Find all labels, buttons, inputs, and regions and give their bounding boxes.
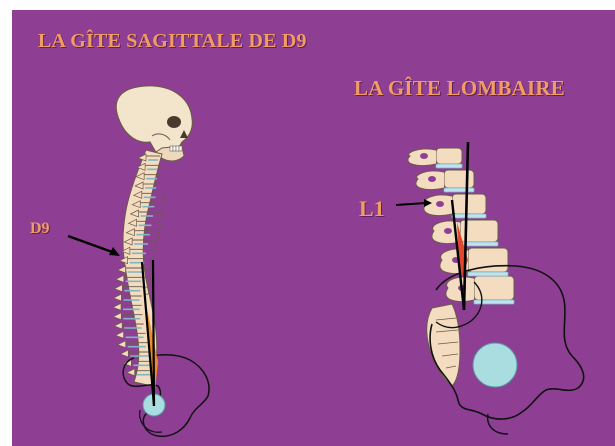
pelvis-left-outline (123, 355, 209, 437)
label-l1: L1 (359, 196, 385, 222)
slide: LA GÎTE SAGITTALE DE D9 LA GÎTE LOMBAIRE… (12, 10, 615, 446)
femoral-head-right (473, 343, 517, 387)
skull-illustration (116, 86, 192, 161)
title-gite-sagittale: LA GÎTE SAGITTALE DE D9 (38, 30, 307, 53)
label-d9: D9 (30, 220, 50, 238)
plumb-line-left-b (153, 260, 154, 406)
spine-left-illustration (113, 150, 165, 386)
d9-arrow (68, 236, 120, 256)
title-gite-lombaire: LA GÎTE LOMBAIRE (354, 76, 565, 101)
